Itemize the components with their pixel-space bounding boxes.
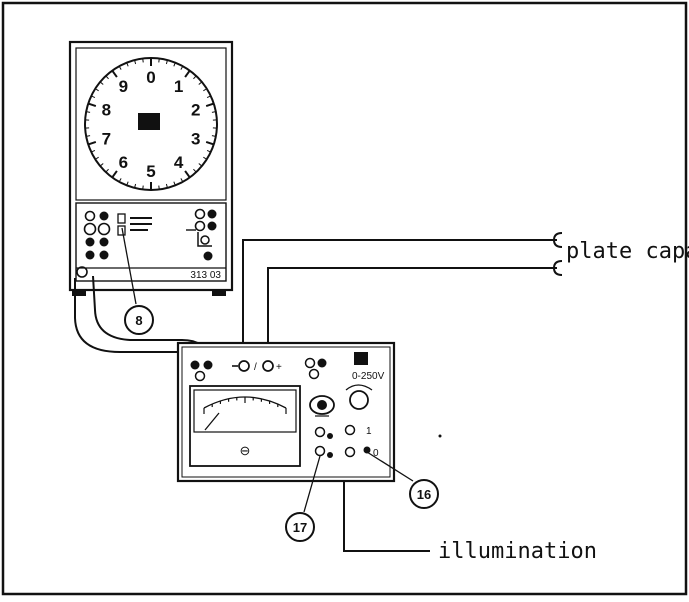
dial-number: 8 bbox=[102, 100, 111, 119]
dial-number: 4 bbox=[174, 153, 184, 172]
svg-text:8: 8 bbox=[135, 313, 142, 328]
socket[interactable] bbox=[204, 361, 213, 370]
dial-number: 7 bbox=[102, 130, 111, 149]
dial-tick bbox=[143, 186, 144, 190]
dial-number: 3 bbox=[191, 130, 200, 149]
illumination-label: illumination bbox=[438, 539, 597, 564]
svg-text:+: + bbox=[276, 362, 282, 373]
socket[interactable] bbox=[86, 251, 95, 260]
socket[interactable] bbox=[100, 212, 109, 221]
dial-number: 6 bbox=[119, 153, 128, 172]
svg-text:17: 17 bbox=[293, 520, 307, 535]
stray-dot bbox=[439, 435, 442, 438]
dial-tick bbox=[159, 186, 160, 190]
socket[interactable] bbox=[208, 210, 217, 219]
dial-number: 2 bbox=[191, 100, 200, 119]
counter-foot-right bbox=[212, 289, 226, 296]
socket[interactable] bbox=[208, 222, 217, 231]
dial-number: 5 bbox=[146, 162, 155, 181]
socket[interactable] bbox=[318, 359, 327, 368]
svg-text:16: 16 bbox=[417, 487, 431, 502]
socket[interactable] bbox=[204, 252, 213, 261]
socket[interactable] bbox=[191, 361, 200, 370]
svg-text:/: / bbox=[254, 362, 257, 373]
dial-number: 9 bbox=[119, 77, 128, 96]
power-label: 0-250V bbox=[352, 371, 385, 382]
amplifier-unit: / + 0-250V ⊖ 1 0 bbox=[178, 343, 394, 481]
socket[interactable] bbox=[100, 238, 109, 247]
dial-display-window bbox=[138, 113, 160, 130]
dial-tick bbox=[159, 59, 160, 63]
socket[interactable] bbox=[100, 251, 109, 260]
socket[interactable] bbox=[86, 238, 95, 247]
counter-model-number: 313 03 bbox=[190, 270, 221, 281]
power-indicator bbox=[354, 352, 368, 365]
dial-number: 0 bbox=[146, 68, 155, 87]
wire-plate-minus bbox=[243, 240, 557, 358]
plate-capacitor-label: plate capacitor bbox=[566, 239, 689, 264]
meter-symbol: ⊖ bbox=[240, 443, 251, 458]
dial-number: 1 bbox=[174, 77, 183, 96]
svg-text:1: 1 bbox=[366, 426, 372, 437]
dial-tick bbox=[143, 59, 144, 63]
